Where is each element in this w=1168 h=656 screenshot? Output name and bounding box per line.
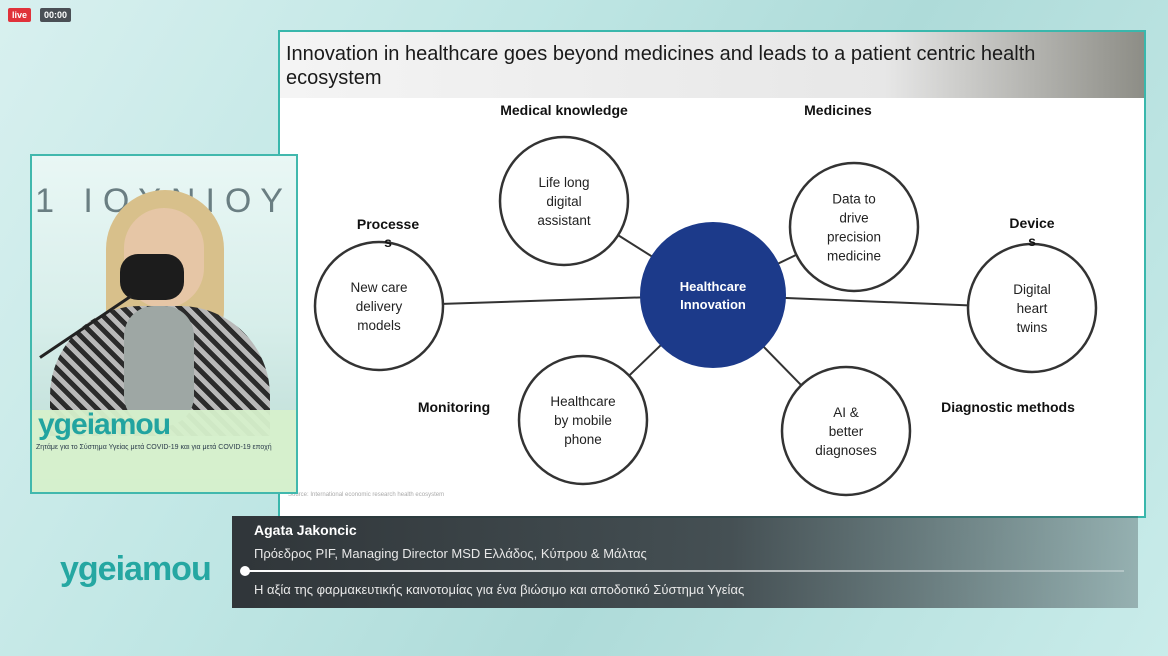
presentation-slide: Innovation in healthcare goes beyond med… [278, 30, 1146, 518]
speaker-video-panel: 1 ΙΟΥΝΙΟΥ ygeiamou Ζητάμε για το Σύστημα… [30, 154, 298, 494]
clock-badge: 00:00 [40, 8, 72, 22]
talk-topic: Η αξία της φαρμακευτικής καινοτομίας για… [254, 582, 745, 597]
speaker-name: Agata Jakoncic [254, 522, 357, 538]
node-category: Medicines [804, 102, 872, 118]
brand-logo: ygeiamou [60, 550, 212, 588]
podium-subtitle: Ζητάμε για το Σύστημα Υγείας μετά COVID-… [36, 444, 272, 451]
speaker-role: Πρόεδρος PIF, Managing Director MSD Ελλά… [254, 546, 647, 561]
face-mask [120, 254, 184, 300]
node-category: Monitoring [418, 399, 490, 415]
slide-source-note: Source: International economic research … [288, 492, 445, 498]
divider-dot [240, 566, 250, 576]
slide-title: Innovation in healthcare goes beyond med… [286, 43, 1036, 89]
speaker-scarf [124, 306, 194, 426]
lower-third: Agata Jakoncic Πρόεδρος PIF, Managing Di… [232, 516, 1138, 608]
podium [32, 410, 296, 492]
node-category: Diagnostic methods [941, 399, 1075, 415]
live-badge: live [8, 8, 32, 22]
slide-header [280, 32, 1144, 98]
node-category: Medical knowledge [500, 102, 628, 118]
podium-logo: ygeiamou [38, 408, 171, 441]
center-node [640, 222, 786, 368]
divider-line [244, 570, 1124, 572]
